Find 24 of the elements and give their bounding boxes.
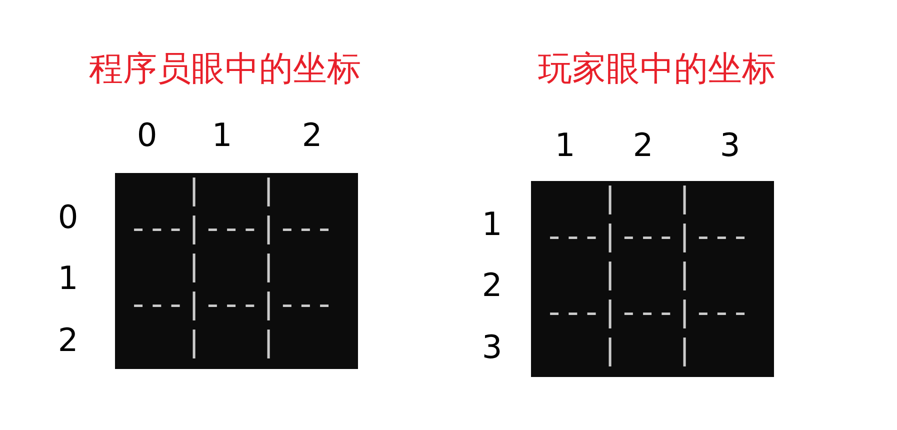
row-number: 3 — [482, 331, 502, 363]
console-text-line: | | — [600, 258, 694, 296]
console-text-line: ---|---|--- — [129, 288, 334, 326]
row-number: 2 — [482, 269, 502, 301]
console-text-line: | | — [184, 250, 278, 288]
console-text-line: ---|---|--- — [545, 296, 750, 334]
row-number: 1 — [482, 208, 502, 240]
heading: 玩家眼中的坐标 — [538, 52, 776, 86]
row-number: 0 — [58, 201, 78, 233]
column-number: 1 — [554, 129, 576, 161]
column-number: 0 — [136, 119, 158, 151]
console-text-line: | | — [600, 182, 694, 220]
column-number: 2 — [302, 119, 322, 151]
console-text-line: | | — [600, 334, 694, 372]
column-number: 3 — [720, 129, 740, 161]
column-number: 1 — [212, 119, 232, 151]
console-text-line: ---|---|--- — [545, 220, 750, 258]
console-text-line: | | — [184, 174, 278, 212]
heading: 程序员眼中的坐标 — [89, 52, 361, 86]
column-number: 2 — [632, 129, 654, 161]
console-text-line: | | — [184, 326, 278, 364]
console-text-line: ---|---|--- — [129, 212, 334, 250]
row-number: 1 — [58, 262, 78, 294]
row-number: 2 — [58, 324, 78, 356]
